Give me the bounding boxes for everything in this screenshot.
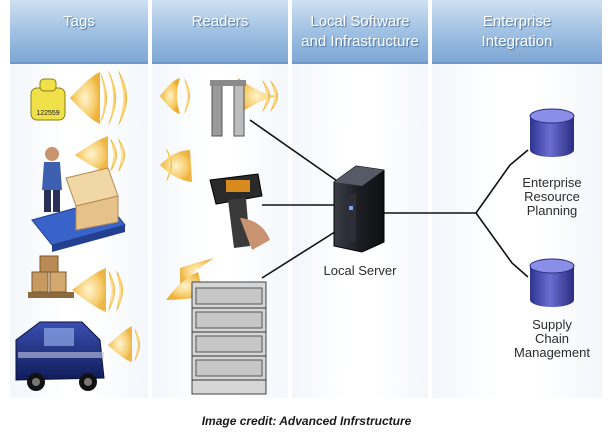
truck-icon xyxy=(15,321,140,391)
line-shelf-server xyxy=(261,229,339,279)
boxes-pallet-icon xyxy=(28,255,123,312)
header-readers: Readers xyxy=(152,0,288,64)
handheld-reader-icon xyxy=(160,148,270,250)
line-hub-scm xyxy=(475,212,529,278)
line-portal-server xyxy=(249,119,341,184)
ear-tag-icon: 122559 xyxy=(30,70,127,126)
erp-database-icon xyxy=(529,108,575,157)
ear-tag-number: 122559 xyxy=(36,110,59,117)
wave-icon xyxy=(70,70,127,126)
header-readers-label: Readers xyxy=(191,13,249,30)
header-tags: Tags xyxy=(10,0,148,64)
shelf-reader-icon xyxy=(166,258,267,395)
image-caption: Image credit: Advanced Infrstructure xyxy=(201,414,412,428)
header-tags-label: Tags xyxy=(63,13,95,30)
portal-reader-icon xyxy=(160,78,278,137)
connection-lines xyxy=(249,119,529,279)
server-icon xyxy=(333,165,385,253)
wave-icon xyxy=(75,136,125,172)
header-local: Local Software and Infrastructure xyxy=(292,0,428,64)
header-enterprise-label: Enterprise Integration xyxy=(481,13,553,50)
wave-icon xyxy=(108,326,140,362)
wave-icon xyxy=(160,78,278,114)
scm-label: Supply Chain Management xyxy=(514,317,590,360)
wave-icon xyxy=(160,148,192,182)
erp-label: Enterprise Resource Planning xyxy=(522,175,582,218)
wave-icon xyxy=(72,268,123,312)
worker-pallet-icon xyxy=(31,136,126,252)
line-hub-erp xyxy=(475,149,529,214)
local-server-label: Local Server xyxy=(323,263,397,278)
header-local-label: Local Software and Infrastructure xyxy=(301,13,419,50)
scm-database-icon xyxy=(529,258,575,307)
header-enterprise: Enterprise Integration xyxy=(432,0,602,64)
column-enterprise: Enterprise Integration xyxy=(432,0,602,398)
